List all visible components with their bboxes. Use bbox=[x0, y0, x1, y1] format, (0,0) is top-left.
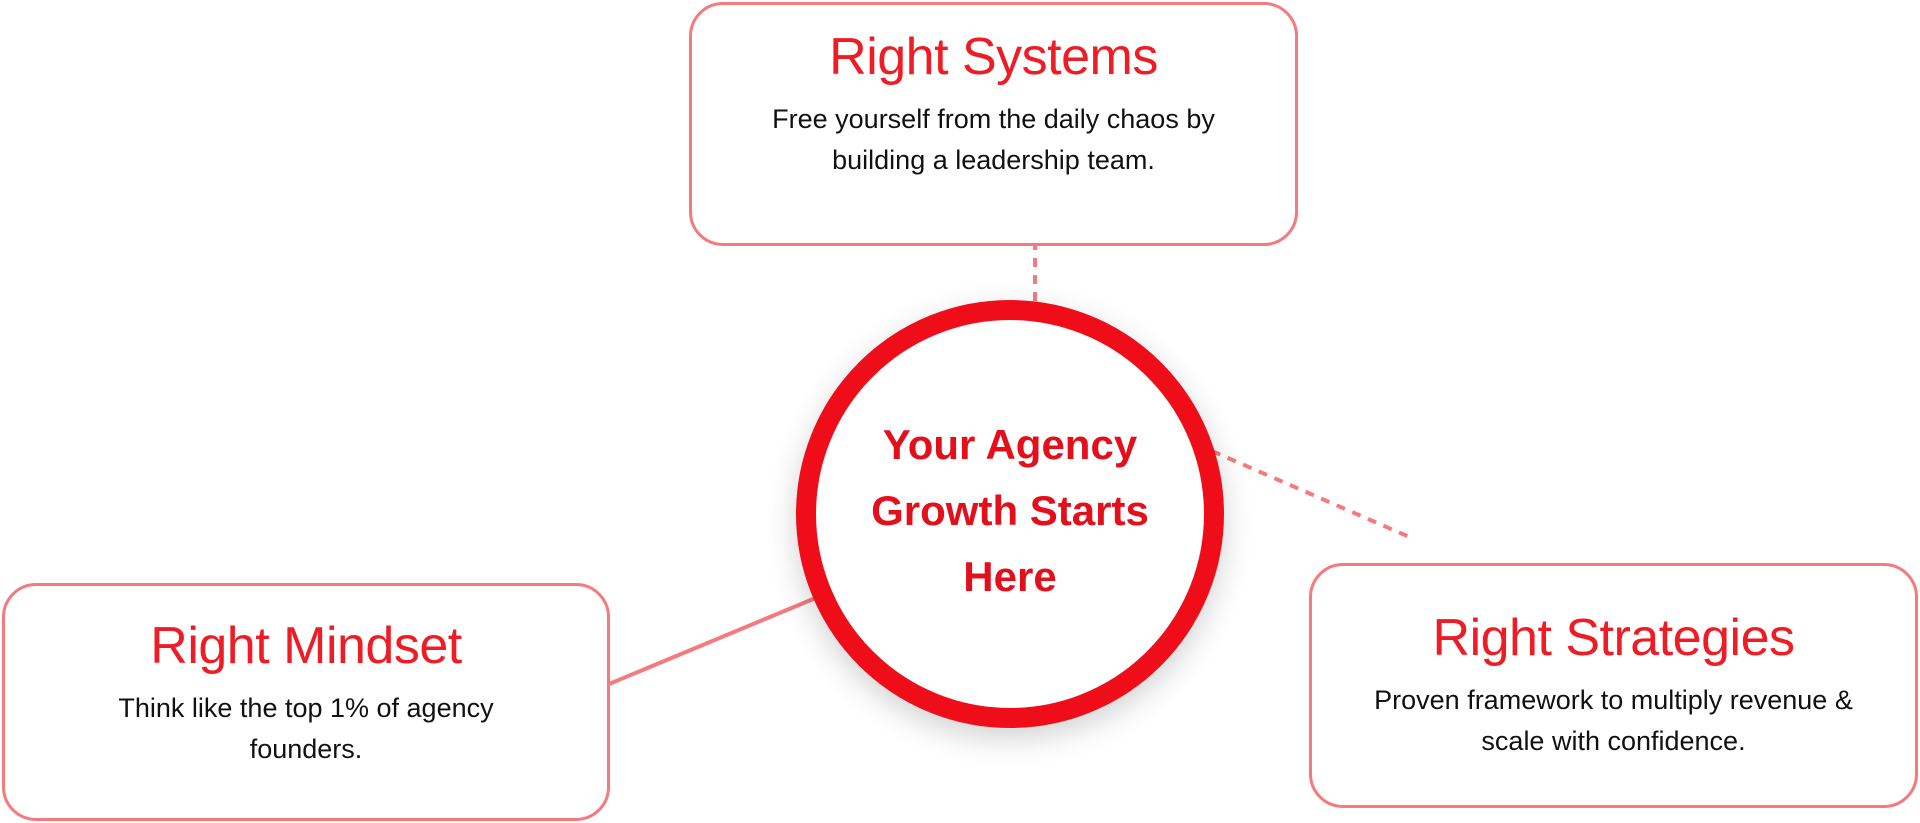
card-right-systems: Right Systems Free yourself from the dai… bbox=[689, 2, 1298, 246]
connector-mindset bbox=[584, 590, 831, 696]
center-circle: Your Agency Growth Starts Here bbox=[796, 300, 1224, 728]
card-text: Proven framework to multiply revenue & s… bbox=[1374, 685, 1853, 756]
connector-strategies bbox=[1211, 449, 1415, 541]
card-right-strategies: Right Strategies Proven framework to mul… bbox=[1309, 563, 1918, 808]
card-title: Right Strategies bbox=[1432, 609, 1795, 667]
card-title: Right Systems bbox=[829, 28, 1158, 86]
card-text: Free yourself from the daily chaos by bu… bbox=[772, 104, 1215, 175]
card-title: Right Mindset bbox=[150, 617, 462, 675]
card-text: Think like the top 1% of agency founders… bbox=[118, 693, 494, 764]
center-text: Your Agency Growth Starts Here bbox=[871, 421, 1149, 600]
card-right-mindset: Right Mindset Think like the top 1% of a… bbox=[2, 583, 610, 821]
